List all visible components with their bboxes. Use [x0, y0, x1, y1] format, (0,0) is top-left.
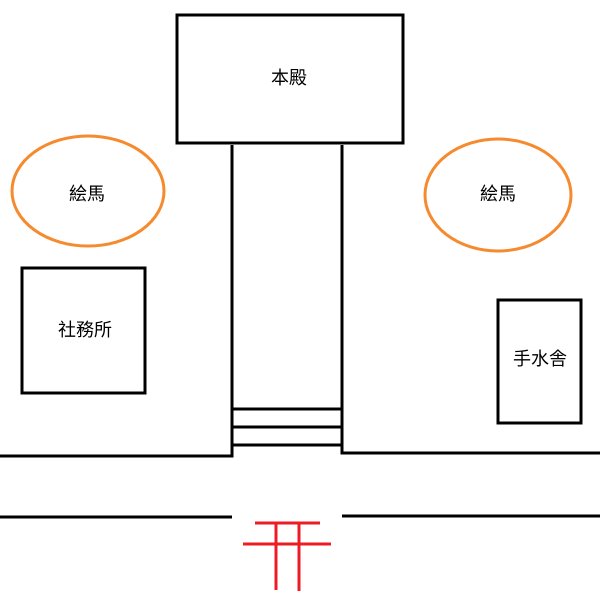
honden-building	[175, 13, 405, 145]
torii-icon	[243, 521, 331, 591]
honden-label: 本殿	[271, 68, 307, 89]
shamusho-label: 社務所	[58, 320, 112, 341]
temizuya-building	[496, 298, 583, 425]
ema-right-label: 絵馬	[480, 184, 516, 205]
ema-left-label: 絵馬	[69, 184, 105, 205]
ema-right-ellipse	[423, 137, 573, 253]
shamusho-building	[20, 266, 147, 395]
temizuya-label: 手水舎	[513, 349, 567, 370]
approach-right-wall	[340, 145, 600, 455]
ema-left-ellipse	[10, 134, 166, 248]
approach-left-wall	[0, 145, 234, 458]
